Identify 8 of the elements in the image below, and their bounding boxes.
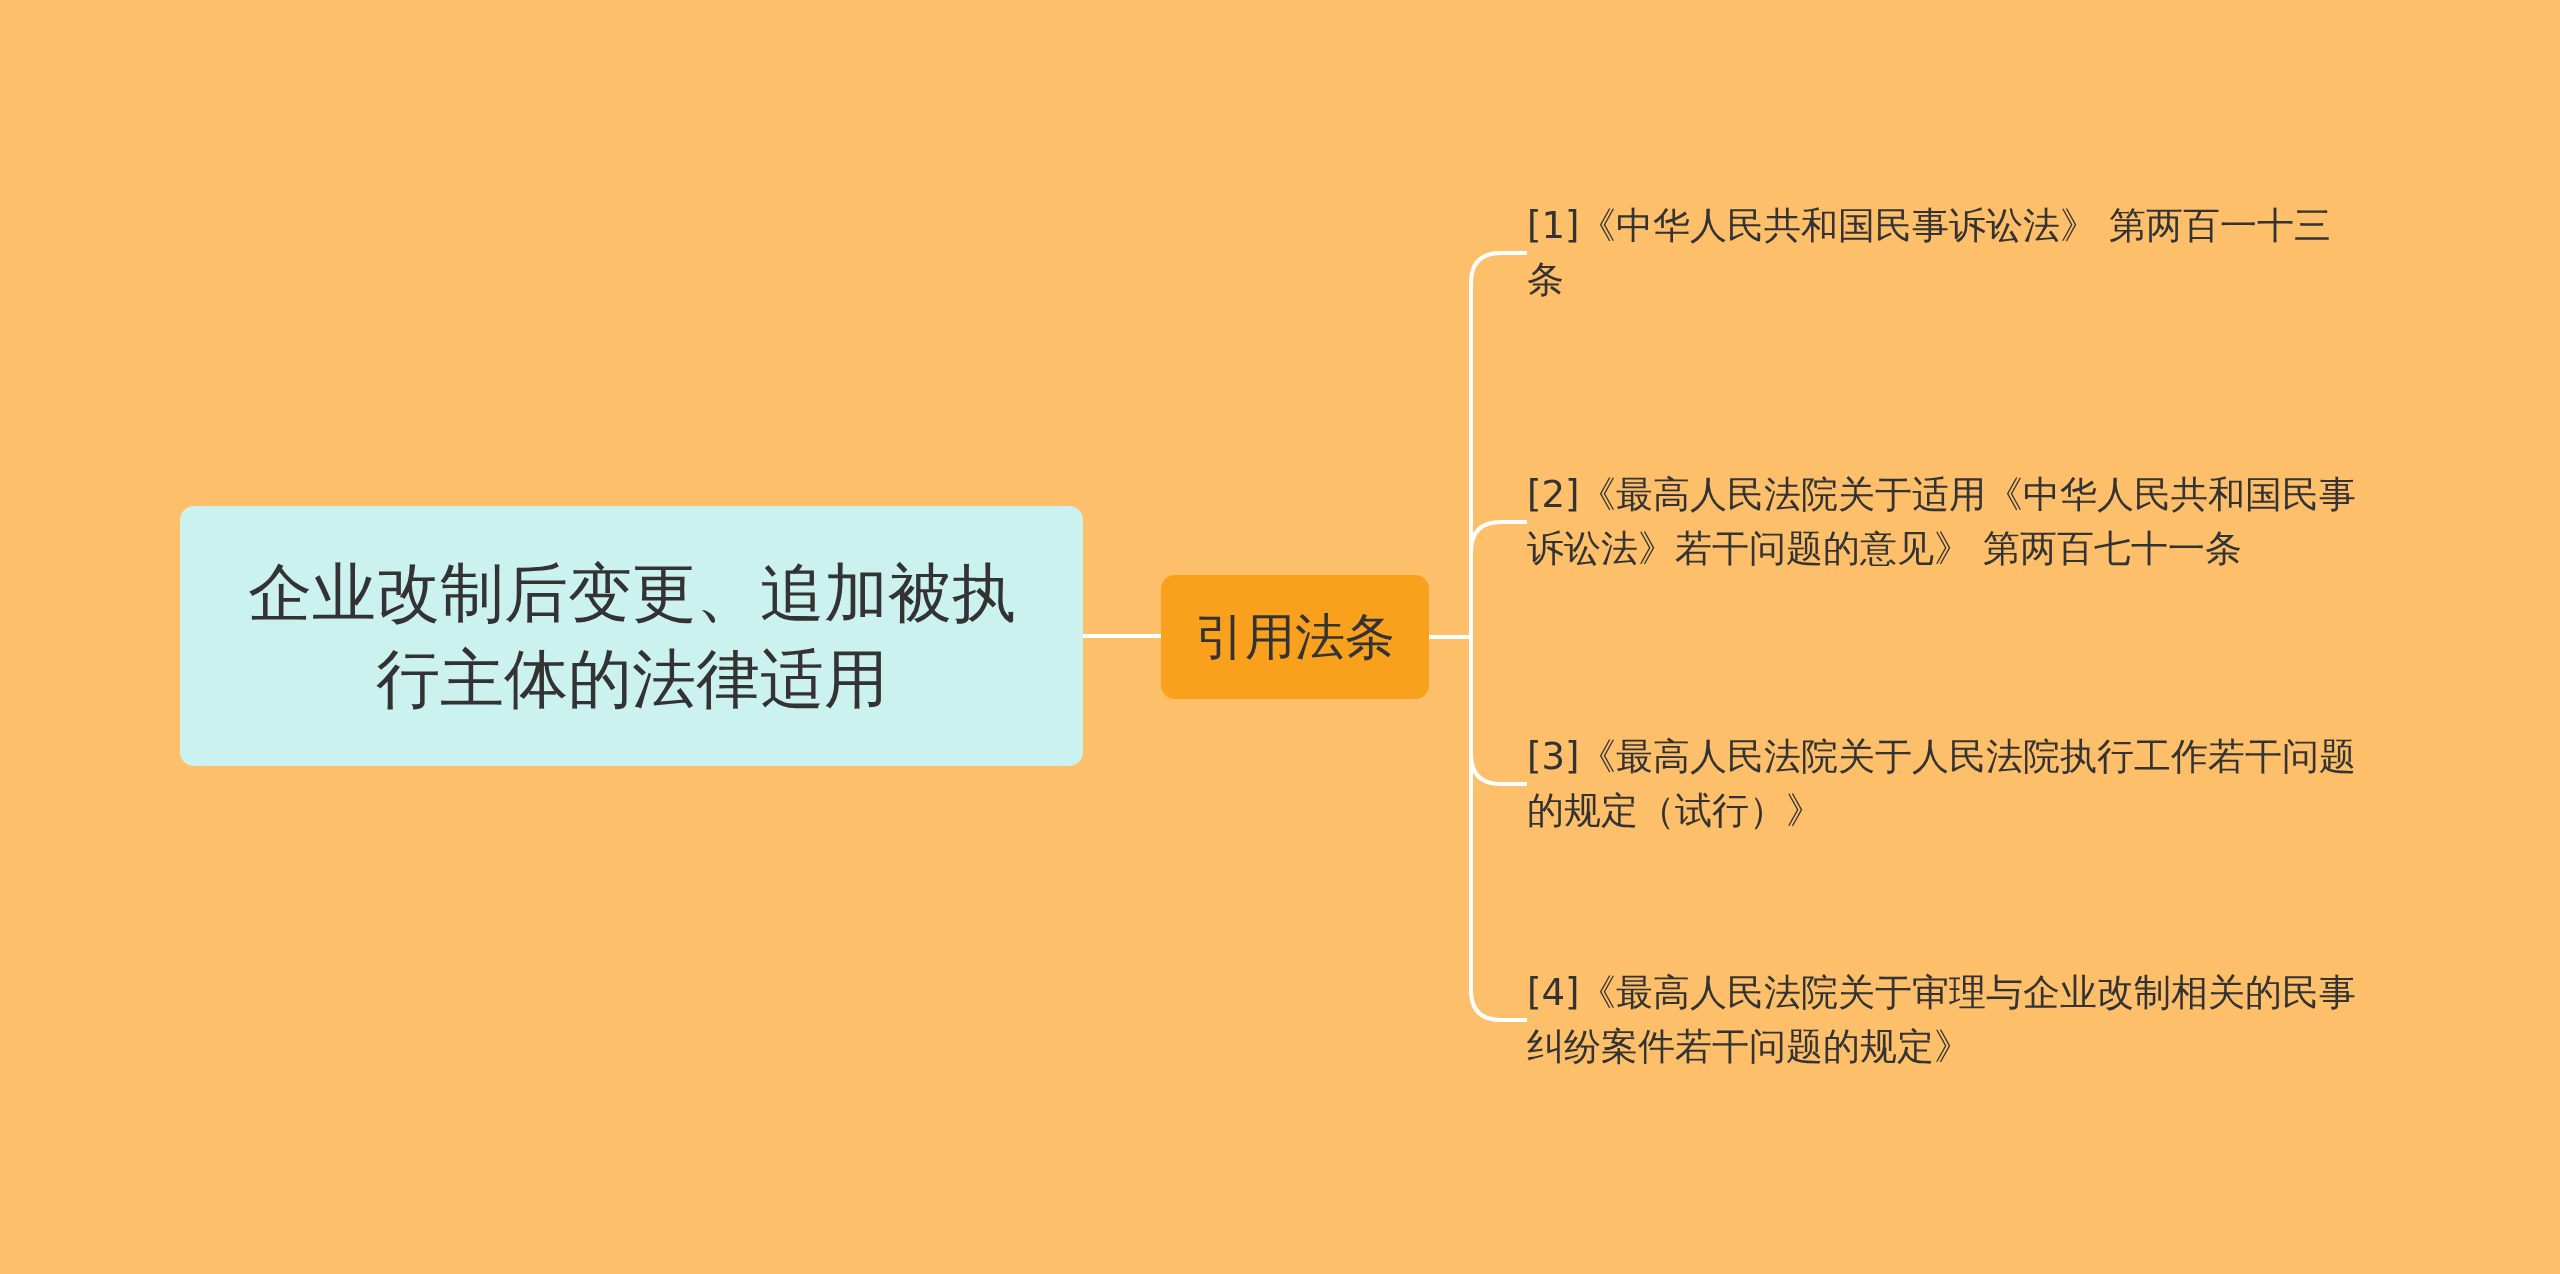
- leaf-text: [2]《最高人民法院关于适用《中华人民共和国民事诉讼法》若干问题的意见》 第两百七十一条: [1527, 432, 2357, 612]
- connector-line: [1429, 635, 1527, 1022]
- connector-line: [1083, 634, 1161, 638]
- leaf-text: [3]《最高人民法院关于人民法院执行工作若干问题的规定（试行）》: [1527, 724, 2357, 844]
- topic-box: 企业改制后变更、追加被执行主体的法律适用: [180, 506, 1083, 766]
- topic-box: 引用法条: [1161, 575, 1429, 699]
- leaf-text: [1]《中华人民共和国民事诉讼法》 第两百一十三条: [1527, 193, 2357, 313]
- leaf-text: [4]《最高人民法院关于审理与企业改制相关的民事纠纷案件若干问题的规定》: [1527, 960, 2357, 1080]
